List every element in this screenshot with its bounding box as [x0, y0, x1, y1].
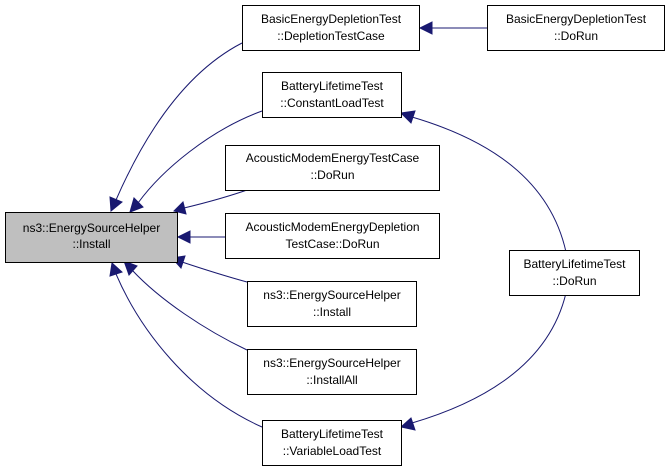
edge-depletion-testcase-to-root — [115, 42, 243, 201]
edge-arrowhead — [399, 417, 416, 431]
edge-arrowhead — [418, 21, 433, 35]
edge-arrowhead — [109, 196, 123, 212]
edge-acoustic-testcase-to-root — [183, 188, 251, 209]
node-label: AcousticModemEnergyDepletion — [245, 220, 419, 234]
node-energy-source-helper-install[interactable]: ns3::EnergySourceHelper ::Install — [247, 281, 417, 327]
node-energy-source-helper-installall[interactable]: ns3::EnergySourceHelper ::InstallAll — [247, 349, 417, 395]
node-label: ns3::EnergySourceHelper — [263, 288, 400, 302]
node-battery-dorun[interactable]: BatteryLifetimeTest ::DoRun — [509, 250, 640, 296]
node-label: ::DoRun — [552, 274, 596, 288]
edge-arrowhead — [173, 201, 187, 215]
node-label: ::DoRun — [310, 168, 354, 182]
node-label: ::ConstantLoadTest — [280, 96, 384, 110]
node-label: ::Install — [313, 305, 351, 319]
node-label: BasicEnergyDepletionTest — [261, 12, 402, 26]
node-label: ::DoRun — [554, 29, 598, 43]
edge-arrowhead — [109, 262, 123, 277]
edge-helper-install-to-root — [181, 261, 248, 283]
edge-variable-load-to-root — [115, 273, 263, 428]
edge-battery-dorun-to-constant-load — [411, 116, 567, 253]
edge-arrowhead — [123, 260, 138, 276]
node-acoustic-modem-testcase-dorun[interactable]: AcousticModemEnergyTestCase ::DoRun — [225, 145, 440, 191]
node-label: BasicEnergyDepletionTest — [506, 12, 647, 26]
node-label: BatteryLifetimeTest — [281, 427, 384, 441]
node-label: ns3::EnergySourceHelper — [23, 221, 160, 235]
node-label: BatteryLifetimeTest — [281, 79, 384, 93]
edge-battery-dorun-to-variable-load — [411, 292, 567, 424]
node-root[interactable]: ns3::EnergySourceHelper ::Install — [5, 212, 178, 263]
node-label: ::Install — [72, 237, 110, 251]
edge-arrowhead — [399, 110, 416, 124]
node-label: TestCase::DoRun — [285, 237, 379, 251]
node-label: ::DepletionTestCase — [277, 29, 385, 43]
node-acoustic-modem-depletion-dorun[interactable]: AcousticModemEnergyDepletion TestCase::D… — [225, 213, 440, 259]
node-basic-depletion-testcase[interactable]: BasicEnergyDepletionTest ::DepletionTest… — [242, 5, 420, 51]
edge-arrowhead — [176, 230, 191, 244]
edge-constant-load-to-root — [137, 110, 263, 204]
node-battery-constant-load[interactable]: BatteryLifetimeTest ::ConstantLoadTest — [262, 72, 402, 118]
node-label: AcousticModemEnergyTestCase — [246, 151, 420, 165]
node-label: ns3::EnergySourceHelper — [263, 356, 400, 370]
node-battery-variable-load[interactable]: BatteryLifetimeTest ::VariableLoadTest — [262, 420, 402, 466]
edge-helper-installall-to-root — [131, 269, 248, 351]
node-basic-depletion-dorun[interactable]: BasicEnergyDepletionTest ::DoRun — [487, 5, 665, 51]
node-label: ::InstallAll — [306, 373, 357, 387]
node-label: BatteryLifetimeTest — [523, 257, 626, 271]
node-label: ::VariableLoadTest — [283, 444, 382, 458]
edge-arrowhead — [129, 197, 144, 213]
